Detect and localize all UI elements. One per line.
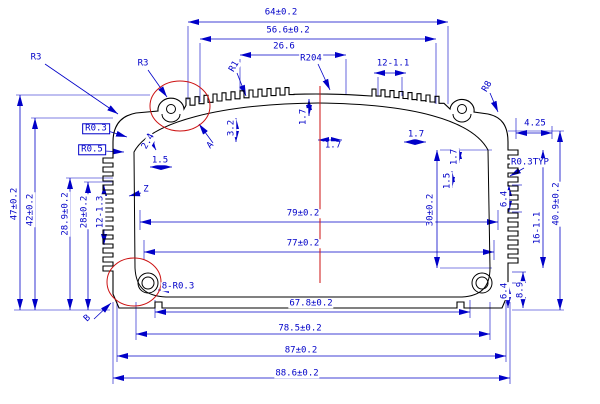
- leader-lines: [44, 63, 525, 320]
- extension-lines: [14, 26, 564, 384]
- detail-highlights: [106, 80, 321, 307]
- profile-outline: [102, 87, 519, 309]
- dimension-lines: [17, 19, 563, 381]
